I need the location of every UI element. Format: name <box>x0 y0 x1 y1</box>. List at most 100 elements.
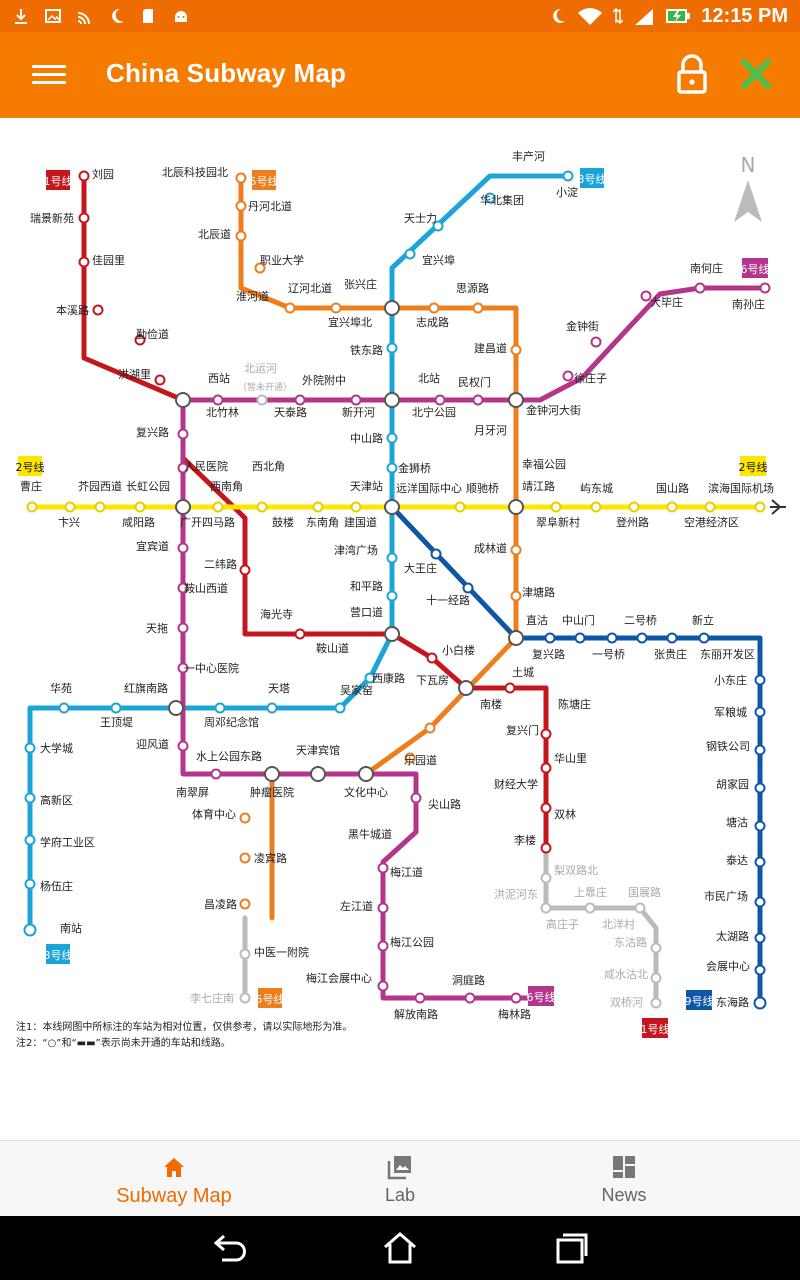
station-label: 屿东城 <box>580 482 613 495</box>
data-arrows-icon <box>613 7 624 25</box>
bottom-navigation: Subway Map Lab News <box>0 1140 800 1217</box>
transfer-zhigu[interactable] <box>508 630 524 646</box>
station-label: 水上公园东路 <box>196 750 262 763</box>
tab-label: News <box>601 1185 647 1205</box>
transfer-hongqinanlu[interactable] <box>168 700 184 716</box>
photos-icon <box>387 1156 411 1180</box>
transfer-jingjianglu[interactable] <box>508 499 524 515</box>
recents-button[interactable] <box>552 1230 592 1266</box>
station-label: 人民医院 <box>184 459 228 473</box>
svg-text:2号线: 2号线 <box>739 460 768 474</box>
station-label: 土城 <box>512 666 534 679</box>
station-label: 上靠庄 <box>574 885 607 899</box>
station-label: 南楼 <box>480 697 502 711</box>
subway-map-canvas[interactable]: 1号线 5号线 3号线 6号线 2号线 2号线 3号线 5号线 6号线 1号线 … <box>0 118 800 1140</box>
station-label: （暂未开通） <box>238 381 292 393</box>
station-label: 高庄子 <box>546 917 579 931</box>
station-label: 泰达 <box>726 853 748 867</box>
clock: 12:15 PM <box>701 4 788 27</box>
station-label: 梅江道 <box>390 865 423 879</box>
transfer-xiawafang[interactable] <box>458 680 474 696</box>
station-label: 梅江会展中心 <box>306 971 372 985</box>
transfer-xinanjiao[interactable] <box>175 499 191 515</box>
home-outline-icon <box>384 1232 416 1264</box>
station-label: 大王庄 <box>404 561 437 575</box>
transfer-beizhan[interactable] <box>384 392 400 408</box>
station-label: 空港经济区 <box>684 515 739 529</box>
station-label: 北辰道 <box>198 227 231 241</box>
station-label: 大学城 <box>40 741 73 755</box>
recents-icon <box>556 1233 588 1264</box>
station-label: 徐庄子 <box>574 371 607 385</box>
android-icon <box>175 11 187 22</box>
home-button[interactable] <box>380 1230 420 1266</box>
station-label: 一中心医院 <box>184 661 239 675</box>
wifi-icon <box>578 8 603 25</box>
close-button[interactable] <box>736 54 776 94</box>
station-label: 洞庭路 <box>452 973 485 987</box>
dashboard-icon <box>613 1156 635 1178</box>
subway-map[interactable]: 1号线 5号线 3号线 6号线 2号线 2号线 3号线 5号线 6号线 1号线 … <box>0 118 800 1140</box>
transfer-yingkoudao[interactable] <box>384 626 400 642</box>
station-label: 曹庄 <box>20 479 42 493</box>
station-label: 复兴门 <box>506 723 539 737</box>
back-button[interactable] <box>210 1230 250 1266</box>
tab-news[interactable]: News <box>524 1141 724 1217</box>
svg-text:6号线: 6号线 <box>527 990 556 1004</box>
station-label: 肿瘤医院 <box>250 785 294 799</box>
station-label: 文化中心 <box>344 785 388 799</box>
station-label: 北宁公园 <box>412 405 456 419</box>
menu-button[interactable] <box>32 60 66 90</box>
station-label: 铁东路 <box>350 344 383 357</box>
transfer-xizhan[interactable] <box>175 392 191 408</box>
station-label: 中山路 <box>350 432 383 445</box>
station-label: 梅林路 <box>498 1007 531 1021</box>
station-label: 丰产河 <box>512 149 545 163</box>
station-label: 洪泥河东 <box>494 887 538 901</box>
transfer-tianjinzhan[interactable] <box>384 499 400 515</box>
tab-lab[interactable]: Lab <box>300 1141 500 1217</box>
station-label: 滨海国际机场 <box>708 481 774 495</box>
station-label: 天士力 <box>404 212 437 225</box>
station-label: 瑞景新苑 <box>30 211 74 225</box>
station-label: 新立 <box>692 613 714 627</box>
cast-icon <box>77 12 90 25</box>
note-2: 注2：“○”和“▬▬”表示尚未开通的车站和线路。 <box>16 1038 231 1049</box>
station-label: 国山路 <box>656 482 689 495</box>
station-label: 顺驰桥 <box>466 481 499 495</box>
station-label: 鞍山西道 <box>184 581 228 595</box>
station-label: 李楼 <box>514 833 536 847</box>
tab-label: Lab <box>384 1185 416 1205</box>
station-label: 二纬路 <box>204 558 237 571</box>
station-label: 双桥河 <box>610 996 643 1009</box>
transfer-zhongliuyiyuan[interactable] <box>264 766 280 782</box>
transfer-zhangxingzhuang[interactable] <box>384 300 400 316</box>
transfer-jinzhonghe[interactable] <box>508 392 524 408</box>
station-label: 天塔 <box>268 682 290 695</box>
station-label: 丹河北道 <box>248 199 292 213</box>
station-label: 直沽 <box>526 613 548 627</box>
station-label: 金钟河大街 <box>526 403 581 417</box>
transfer-tianjinbinguan[interactable] <box>310 766 326 782</box>
station-label: 乐园道 <box>404 753 437 767</box>
lock-button[interactable] <box>672 52 712 96</box>
system-navigation-bar <box>0 1216 800 1280</box>
station-label: 红旗南路 <box>124 681 168 695</box>
station-label: 幸福公园 <box>522 457 566 471</box>
transfer-wenhuazhongxin[interactable] <box>358 766 374 782</box>
station-label: 双林 <box>554 807 576 821</box>
svg-text:3号线: 3号线 <box>44 948 73 962</box>
station-label: 梅江公园 <box>390 935 434 949</box>
station-label: 西北角 <box>252 460 285 473</box>
note-1: 注1：本线网图中所标注的车站为相对位置，仅供参考，请以实际地形为准。 <box>16 1022 353 1033</box>
station-label: 北站 <box>418 371 440 385</box>
station-label: 金钟街 <box>566 319 599 333</box>
station-label: 民权门 <box>458 375 491 389</box>
station-label: 凌宾路 <box>254 851 287 865</box>
svg-text:N: N <box>741 153 756 177</box>
station-label: 中医一附院 <box>254 945 309 959</box>
menu-icon <box>32 65 66 68</box>
tab-subway-map[interactable]: Subway Map <box>74 1141 274 1217</box>
station-label: 王顶堤 <box>100 716 133 729</box>
station-label: 南站 <box>60 921 82 935</box>
